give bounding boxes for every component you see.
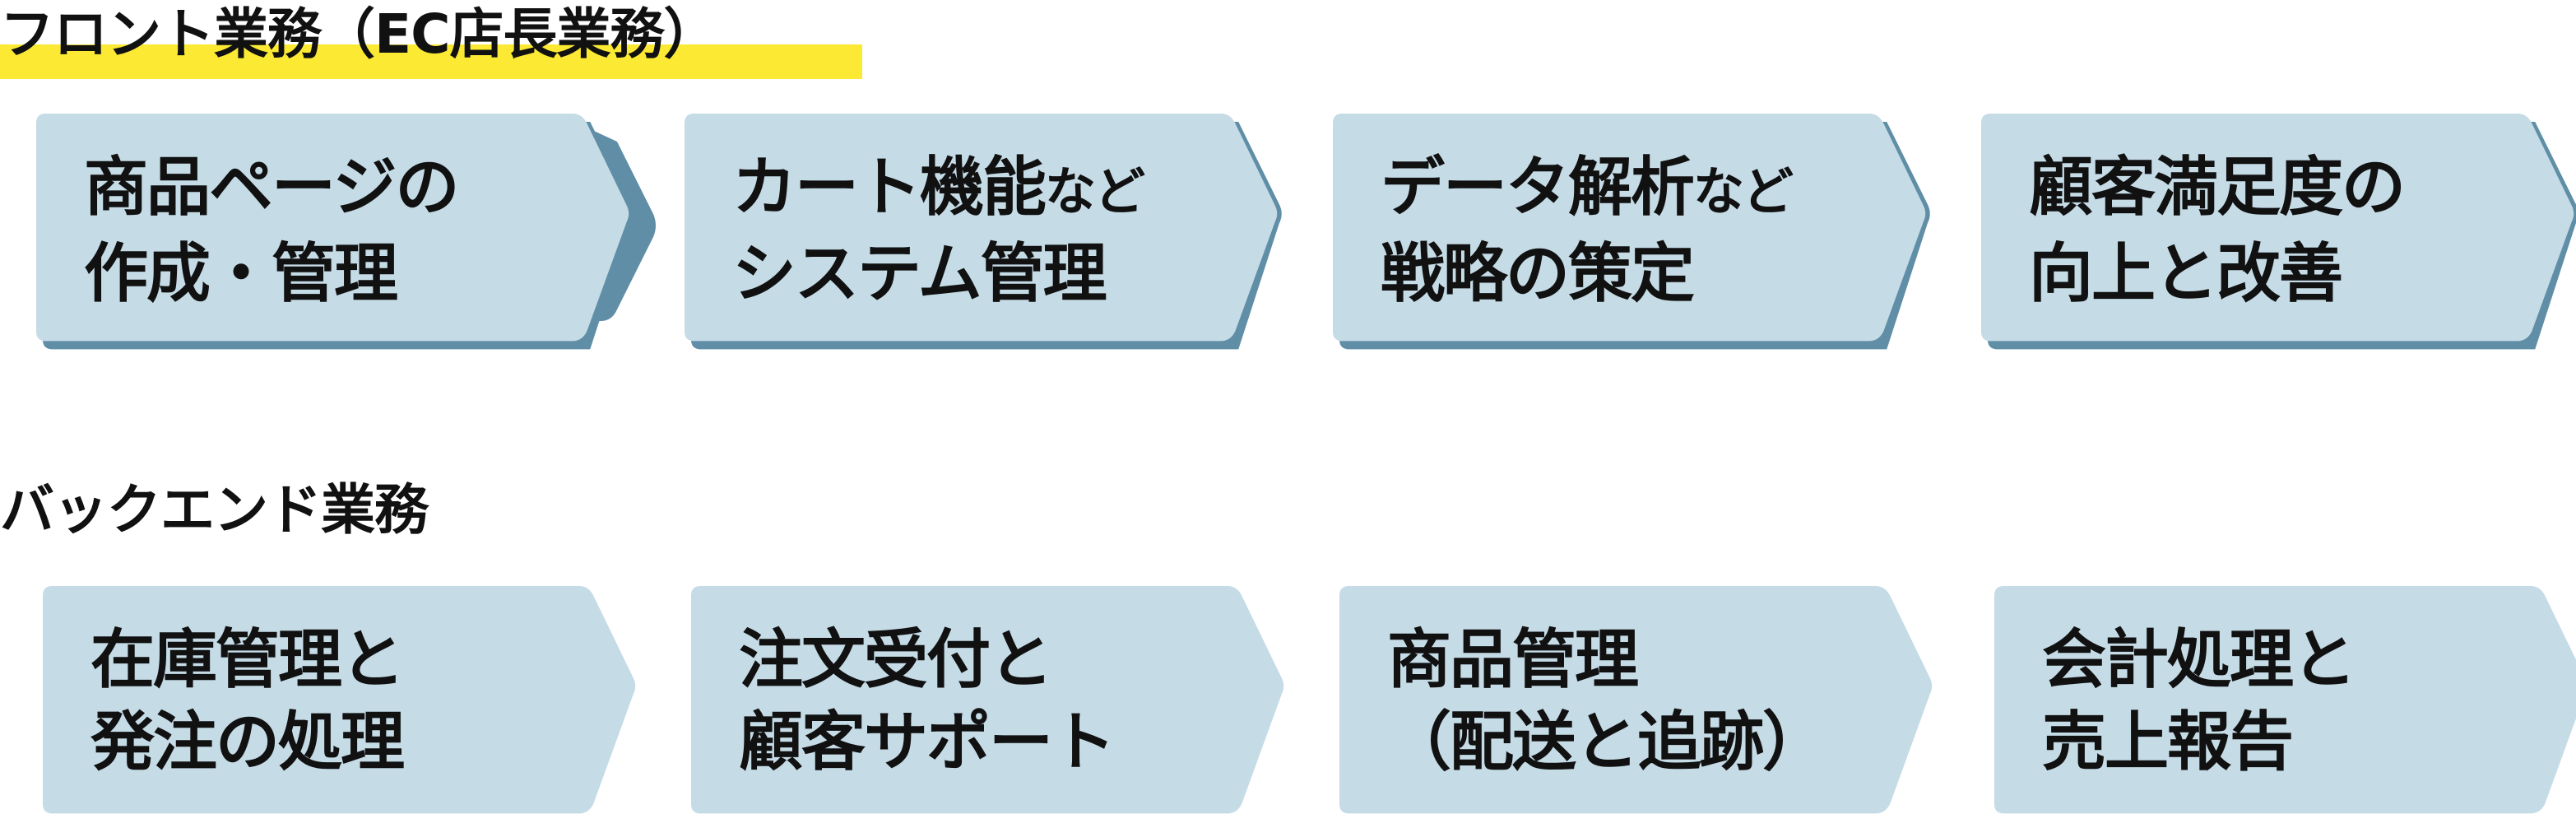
step-line-2: 顧客サポート	[739, 705, 1116, 779]
step-line-2: 作成・管理	[84, 237, 398, 311]
arrow-shape	[1333, 114, 1930, 350]
step-line-2: 向上と改善	[2029, 237, 2343, 311]
arrow-shape	[691, 586, 1284, 814]
back-step-4: 会計処理と 売上報告	[1994, 586, 2576, 828]
arrow-shape	[1339, 586, 1933, 814]
front-step-1: 商品ページの 作成・管理	[36, 114, 656, 356]
front-step-2: カート機能など システム管理	[685, 114, 1282, 356]
front-step-4: 顧客満足度の 向上と改善	[1981, 114, 2576, 356]
step-line-2: （配送と追跡）	[1387, 705, 1826, 779]
back-step-2: 注文受付と 顧客サポート	[691, 586, 1284, 828]
step-line-1: 会計処理と	[2042, 623, 2356, 697]
back-step-1: 在庫管理と 発注の処理	[43, 586, 636, 828]
arrow-shape	[1994, 586, 2576, 814]
arrow-shape	[685, 114, 1282, 350]
step-line-1: 顧客満足度の	[2029, 151, 2406, 225]
title-highlight	[0, 44, 862, 79]
step-line-2: 発注の処理	[91, 705, 405, 779]
step-line-1: 商品管理	[1387, 623, 1639, 697]
back-step-3: 商品管理 （配送と追跡）	[1339, 586, 1933, 828]
step-line-1-small: など	[1693, 161, 1794, 221]
step-line-1-small: など	[1045, 161, 1145, 221]
front-section-title: フロント業務（EC店長業務）	[0, 2, 718, 66]
step-line-2: 戦略の策定	[1381, 237, 1695, 311]
step-line-1: 在庫管理と	[91, 623, 405, 697]
front-step-3: データ解析など 戦略の策定	[1333, 114, 1930, 356]
arrow-shape	[36, 114, 656, 350]
arrow-shape	[43, 586, 636, 814]
step-line-1: 商品ページの	[84, 151, 459, 225]
back-section-title: バックエンド業務	[0, 478, 429, 542]
step-line-1: カート機能	[732, 151, 1047, 225]
step-line-2: 売上報告	[2042, 705, 2294, 779]
step-line-2: システム管理	[732, 237, 1107, 311]
step-line-1: 注文受付と	[739, 623, 1053, 697]
arrow-shape	[1981, 114, 2576, 350]
step-line-1: データ解析	[1381, 151, 1695, 225]
